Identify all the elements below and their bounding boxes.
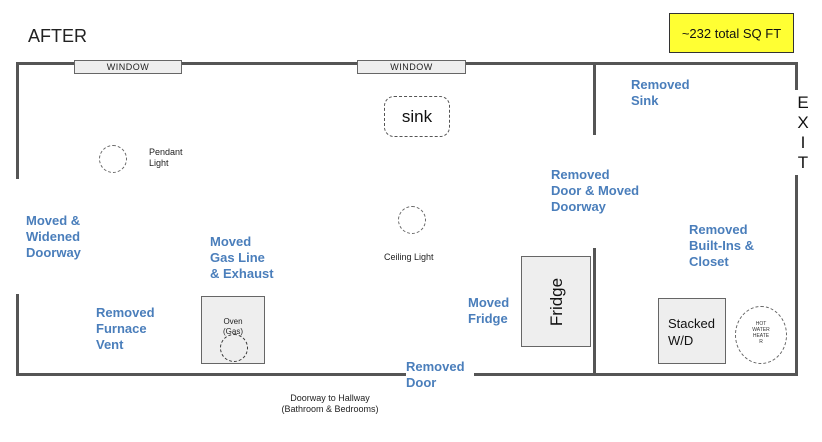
wall-top-middle xyxy=(182,62,357,65)
sqft-badge: ~232 total SQ FT xyxy=(669,13,794,53)
note-removed-furnace-vent: Removed Furnace Vent xyxy=(96,305,155,352)
wall-left-lower xyxy=(16,294,19,376)
note-removed-door-moved-doorway: Removed Door & Moved Doorway xyxy=(551,167,640,214)
note-removed-door: Removed Door xyxy=(406,359,465,390)
interior-wall-lower xyxy=(593,248,596,376)
exit-label: E X I T xyxy=(796,93,810,173)
sink: sink xyxy=(384,96,450,137)
pendant-light-label: Pendant Light xyxy=(149,147,183,168)
exit-letter-t: T xyxy=(797,153,809,172)
plan-title: AFTER xyxy=(28,26,88,46)
fridge: Fridge xyxy=(521,256,591,347)
sqft-badge-label: ~232 total SQ FT xyxy=(681,25,782,41)
note-moved-gas-line: Moved Gas Line & Exhaust xyxy=(210,234,274,281)
oven-burner-icon xyxy=(220,334,248,362)
exit-letter-e: E xyxy=(797,93,809,112)
hot-water-heater-icon: HOT WATER HEATE R xyxy=(735,306,787,364)
note-moved-fridge: Moved Fridge xyxy=(468,295,510,326)
wall-left-upper xyxy=(16,62,19,179)
stacked-washer-dryer: Stacked W/D xyxy=(658,298,726,364)
exit-letter-x: X xyxy=(797,113,809,132)
stacked-wd-label: Stacked W/D xyxy=(668,316,715,348)
fridge-label: Fridge xyxy=(547,277,566,327)
interior-wall-upper xyxy=(593,62,596,135)
wall-right-upper xyxy=(795,62,798,90)
note-removed-sink: Removed Sink xyxy=(631,77,690,108)
hot-water-heater-label: HOT WATER HEATE R xyxy=(752,321,770,345)
ceiling-light-label: Ceiling Light xyxy=(384,252,434,262)
wall-top-left xyxy=(16,62,74,65)
doorway-to-hallway-label: Doorway to Hallway (Bathroom & Bedrooms) xyxy=(281,393,379,414)
note-removed-builtins-closet: Removed Built-Ins & Closet xyxy=(689,222,754,269)
window-left: WINDOW xyxy=(74,60,182,74)
wall-bottom-left xyxy=(16,373,406,376)
note-moved-widened-doorway: Moved & Widened Doorway xyxy=(26,213,81,260)
wall-bottom-right xyxy=(474,373,798,376)
pendant-light-icon xyxy=(99,145,127,173)
oven-label: Oven (Gas) xyxy=(223,317,243,336)
ceiling-light-icon xyxy=(398,206,426,234)
wall-right-lower xyxy=(795,175,798,376)
oven: Oven (Gas) xyxy=(201,296,265,364)
exit-letter-i: I xyxy=(800,133,806,152)
wall-top-right xyxy=(466,62,798,65)
sink-label: sink xyxy=(401,106,433,126)
window-right: WINDOW xyxy=(357,60,466,74)
